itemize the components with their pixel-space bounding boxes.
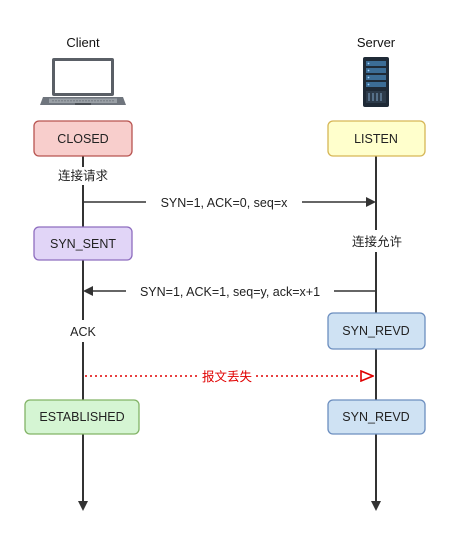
state-syn-sent: SYN_SENT xyxy=(33,226,133,261)
client-label: Client xyxy=(66,35,100,50)
message-syn-ack: SYN=1, ACK=1, seq=y, ack=x+1 xyxy=(83,285,375,299)
state-syn-revd-second: SYN_REVD xyxy=(327,399,426,435)
server-rack-icon xyxy=(363,57,389,107)
state-closed-label: CLOSED xyxy=(57,132,108,146)
laptop-icon xyxy=(40,58,126,105)
message-lost-label: 报文丢失 xyxy=(202,369,253,384)
message-syn-ack-label: SYN=1, ACK=1, seq=y, ack=x+1 xyxy=(140,285,320,299)
state-syn-revd-label: SYN_REVD xyxy=(342,324,409,338)
state-closed: CLOSED xyxy=(33,120,133,157)
message-lost-ack: 报文丢失 xyxy=(85,369,372,384)
state-syn-sent-label: SYN_SENT xyxy=(50,237,116,251)
state-syn-revd-label: SYN_REVD xyxy=(342,410,409,424)
state-listen: LISTEN xyxy=(327,120,426,157)
state-listen-label: LISTEN xyxy=(354,132,398,146)
state-established-label: ESTABLISHED xyxy=(39,410,124,424)
server-label: Server xyxy=(357,35,396,50)
state-established: ESTABLISHED xyxy=(24,399,140,435)
state-syn-revd-first: SYN_REVD xyxy=(327,312,426,350)
note-connection-allowed: 连接允许 xyxy=(352,234,402,249)
message-syn-label: SYN=1, ACK=0, seq=x xyxy=(161,196,289,210)
note-connection-request: 连接请求 xyxy=(58,168,109,183)
message-syn: SYN=1, ACK=0, seq=x xyxy=(84,196,376,210)
note-ack: ACK xyxy=(70,325,96,339)
